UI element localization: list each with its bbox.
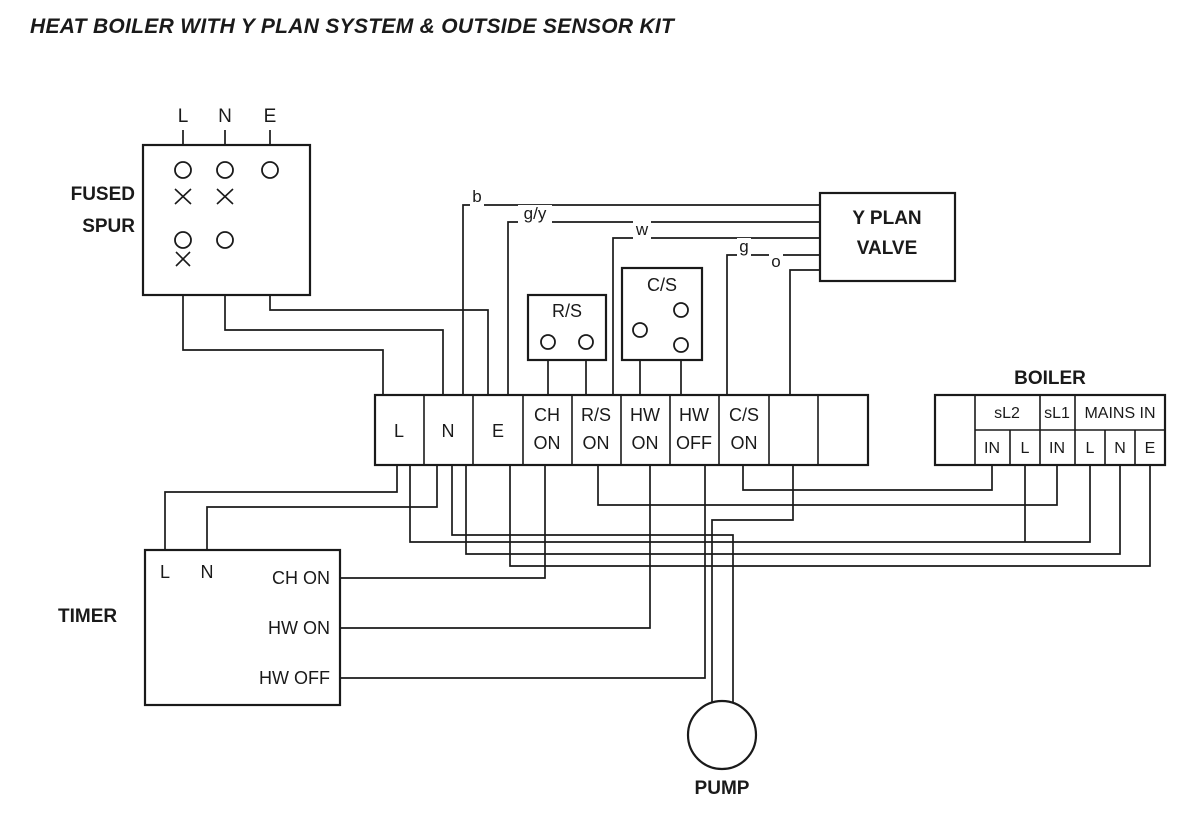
- wire-timer-hw-off: [340, 465, 706, 679]
- wire-timer-neutral: [206, 465, 438, 550]
- valve-label-line2: VALVE: [857, 238, 918, 259]
- boiler-mains-n: N: [1114, 440, 1126, 457]
- cell-hw-on-line2: ON: [632, 433, 659, 453]
- cell-rs-on-line2: ON: [583, 433, 610, 453]
- spur-terminal-label-e: E: [264, 106, 277, 127]
- wire-boiler-mains-earth: [509, 465, 1151, 567]
- y-plan-valve-box: [818, 191, 957, 283]
- fused-spur-label-line1: FUSED: [71, 184, 135, 205]
- wire-label-mask: [737, 238, 751, 259]
- wire-valve-earth: [507, 221, 820, 395]
- valve-wire-tags: b g/y w g o: [470, 187, 783, 274]
- boiler-label: BOILER: [1014, 368, 1086, 389]
- wire-label-mask: [518, 205, 552, 226]
- cell-ch-on-line2: ON: [534, 433, 561, 453]
- spur-terminal-label-l: L: [178, 106, 189, 127]
- boiler-dividers: [974, 395, 1165, 465]
- fuse-symbol-out: [175, 251, 191, 267]
- room-stat-terminal-left: [540, 334, 556, 350]
- spur-switch-terminal-n: [216, 231, 234, 249]
- wire-pump-neutral: [451, 465, 734, 703]
- wire-boiler-sl2-in: [742, 465, 993, 491]
- room-stat-label: R/S: [552, 301, 582, 321]
- boiler-sl1-label: sL1: [1044, 405, 1070, 422]
- fused-spur-label-line2: SPUR: [82, 216, 135, 237]
- spur-terminal-e: [261, 161, 279, 179]
- y-plan-valve: Y PLAN VALVE: [818, 191, 957, 283]
- spur-terminal-l: [174, 161, 192, 179]
- wire-label-mask: [470, 188, 484, 209]
- pump: PUMP: [686, 699, 758, 799]
- cell-ch-on-line1: CH: [534, 405, 560, 425]
- cylinder-stat-label: C/S: [647, 275, 677, 295]
- wire-label-mask: [769, 253, 783, 274]
- timer-output-hw-off: HW OFF: [259, 668, 330, 688]
- cylinder-stat: C/S: [620, 266, 704, 362]
- fuse-symbol-l: [174, 188, 192, 205]
- wire-boiler-mains-neutral: [465, 465, 1121, 555]
- valve-label-line1: Y PLAN: [852, 208, 921, 229]
- room-stat: R/S: [526, 293, 608, 362]
- wire-valve-orange: [789, 269, 820, 395]
- wire-timer-hw-on: [340, 465, 651, 629]
- fused-spur: FUSED SPUR L N E: [71, 106, 312, 297]
- room-stat-box: [526, 293, 608, 362]
- wire-label-mask: [633, 221, 651, 242]
- cell-cs-on-line1: C/S: [729, 405, 759, 425]
- wire-boiler-sl1-in: [597, 465, 1058, 506]
- timer: TIMER L N CH ON HW ON HW OFF: [58, 548, 342, 707]
- wire-tag-earth: g/y: [524, 204, 547, 223]
- boiler-sl2-in: IN: [984, 440, 1000, 457]
- timer-output-hw-on: HW ON: [268, 618, 330, 638]
- cell-rs-on-line1: R/S: [581, 405, 611, 425]
- cell-l: L: [394, 421, 404, 441]
- timer-terminal-n: N: [201, 562, 214, 582]
- boiler-sl2-l: L: [1021, 440, 1030, 457]
- wire-timer-live: [164, 465, 398, 550]
- boiler-sl1-in: IN: [1049, 440, 1065, 457]
- wire-tag-white: w: [635, 220, 649, 239]
- timer-label: TIMER: [58, 606, 117, 627]
- spur-switch-terminal-l: [174, 231, 192, 249]
- cell-hw-off-line1: HW: [679, 405, 709, 425]
- boiler-sl2-label: sL2: [994, 405, 1020, 422]
- timer-output-ch-on: CH ON: [272, 568, 330, 588]
- boiler-mains-l: L: [1086, 440, 1095, 457]
- wire-valve-blue: [462, 204, 820, 395]
- spur-terminal-n: [216, 161, 234, 179]
- wire-valve-grey: [726, 254, 820, 395]
- cell-n: N: [442, 421, 455, 441]
- pump-label: PUMP: [695, 778, 750, 799]
- wire-live-feed: [182, 248, 384, 395]
- boiler: BOILER sL2 sL1 MAINS IN IN L IN L N E: [933, 368, 1167, 467]
- boiler-mains-in-label: MAINS IN: [1084, 405, 1155, 422]
- wiring-centre-dividers: [423, 395, 819, 465]
- cell-hw-off-line2: OFF: [676, 433, 712, 453]
- wire-timer-ch-on: [340, 465, 546, 579]
- spur-terminal-label-n: N: [218, 106, 232, 127]
- wire-tag-grey: g: [739, 237, 748, 256]
- room-stat-terminal-right: [578, 334, 594, 350]
- timer-box: [143, 548, 342, 707]
- page-title: HEAT BOILER WITH Y PLAN SYSTEM & OUTSIDE…: [30, 15, 676, 38]
- wire-pump-live: [711, 465, 794, 703]
- pump-symbol: [686, 699, 758, 771]
- cell-cs-on-line2: ON: [731, 433, 758, 453]
- wiring-centre: L N E CH ON R/S ON HW ON HW OFF C/S ON: [373, 393, 870, 467]
- cyl-stat-terminal-upper: [673, 302, 689, 318]
- cyl-stat-terminal-lower: [673, 337, 689, 353]
- wire-tag-blue: b: [472, 187, 481, 206]
- cell-e: E: [492, 421, 504, 441]
- wire-boiler-mains-live: [409, 465, 1091, 543]
- cyl-stat-terminal-common: [632, 322, 648, 338]
- fuse-symbol-n: [216, 188, 234, 205]
- boiler-mains-e: E: [1145, 440, 1156, 457]
- cell-hw-on-line1: HW: [630, 405, 660, 425]
- wire-tag-orange: o: [771, 252, 780, 271]
- timer-terminal-l: L: [160, 562, 170, 582]
